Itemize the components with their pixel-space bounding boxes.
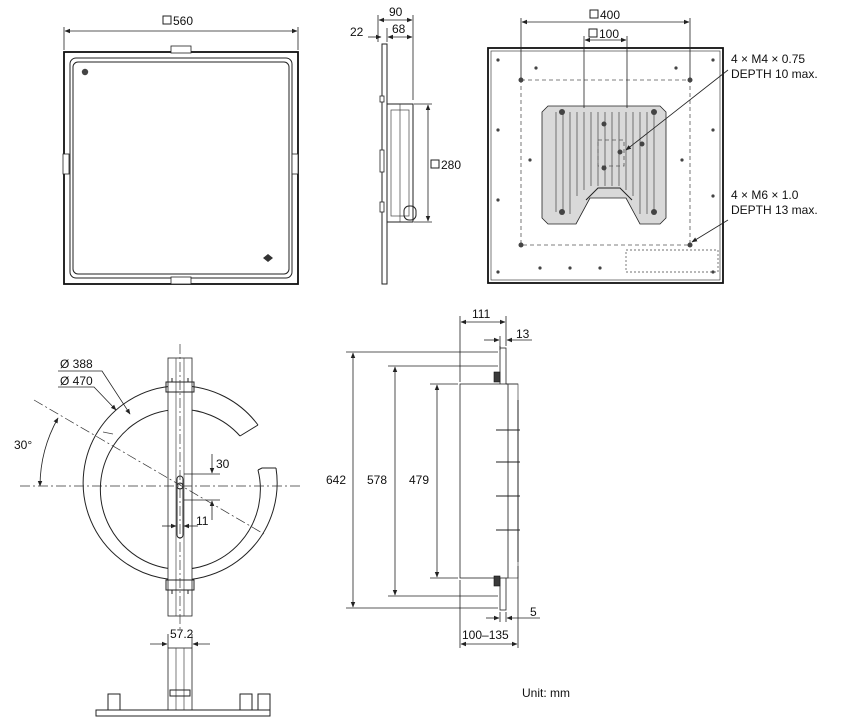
side-flange-label: 22 — [350, 25, 364, 39]
front-width-label: 560 — [173, 14, 193, 28]
square-symbol-icon — [162, 15, 172, 25]
angle-label: 30° — [14, 438, 32, 452]
side-body-label: 68 — [392, 22, 406, 36]
square-symbol-icon — [589, 9, 599, 19]
bottom-bracket-view: 57.2 — [95, 627, 271, 717]
back-view: 400 100 — [487, 8, 729, 284]
top-lip-label: 13 — [516, 327, 530, 341]
m4-note-line2: DEPTH 10 max. — [731, 67, 818, 81]
adjust-range-label: 100–135 — [462, 628, 509, 642]
corner-screw-icon — [81, 68, 89, 76]
m6-note-line2: DEPTH 13 max. — [731, 203, 818, 217]
mid-height-label: 578 — [367, 473, 387, 487]
side-height-label: 280 — [441, 158, 461, 172]
overall-height-label: 642 — [326, 473, 346, 487]
dia-outer-label: Ø 470 — [60, 374, 93, 388]
dia-inner-label: Ø 388 — [60, 357, 93, 371]
back-width-label: 400 — [600, 8, 620, 22]
heatsink-fins — [555, 112, 655, 214]
bracket-view: 30° Ø 388 Ø 470 30 11 — [14, 344, 300, 630]
m6-note-line1: 4 × M6 × 1.0 — [731, 188, 799, 202]
bottom-lip-label: 5 — [530, 605, 537, 619]
side-view: 90 22 68 280 — [350, 5, 461, 285]
corner-marker-icon — [263, 254, 273, 262]
body-height-label: 479 — [409, 473, 429, 487]
m4-note-line1: 4 × M4 × 0.75 — [731, 52, 805, 66]
units-note: Unit: mm — [522, 686, 570, 700]
square-symbol-icon — [430, 159, 440, 169]
side-section-view: 111 13 642 578 479 5 100–135 — [326, 307, 540, 648]
back-inner-label: 100 — [599, 27, 619, 41]
bottom-width-label: 57.2 — [170, 627, 194, 641]
square-symbol-icon — [588, 28, 598, 38]
slot-height-label: 30 — [216, 457, 230, 471]
side-total-label: 90 — [389, 5, 403, 19]
top-depth-label: 111 — [472, 307, 491, 321]
slot-width-label: 11 — [196, 514, 209, 528]
front-view: 560 — [62, 14, 299, 285]
